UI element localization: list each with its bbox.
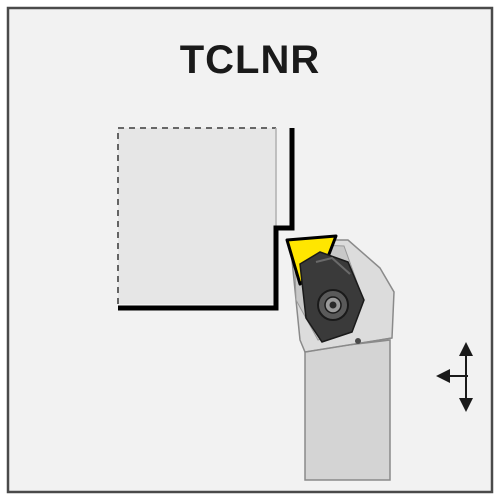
locating-pin: [355, 338, 361, 344]
workpiece-dashed-outline: [117, 127, 276, 304]
workpiece: [118, 128, 276, 304]
tool-shank: [304, 339, 391, 481]
machined-profile: [118, 128, 295, 311]
clamp-highlight: [315, 256, 351, 275]
head-shoulder-line: [304, 337, 393, 353]
tool-code-title: TCLNR: [179, 38, 321, 82]
insert-clamp-screw-icon: [317, 289, 349, 321]
feed-direction-arrows-icon: [436, 342, 473, 412]
